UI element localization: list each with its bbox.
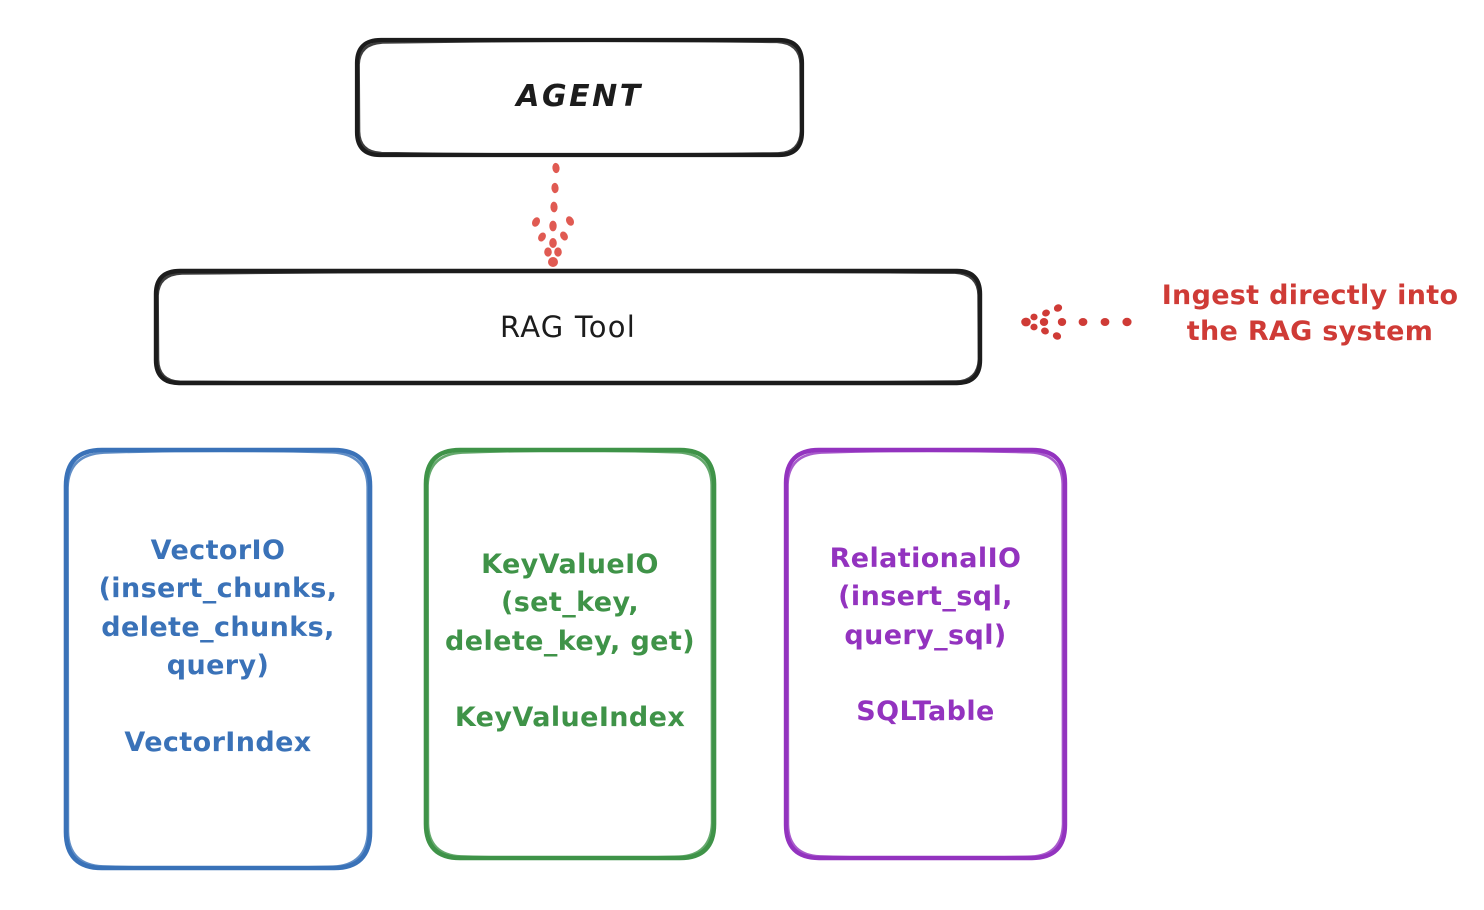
rag-tool-box-outline <box>153 268 983 386</box>
node-agent-label: AGENT <box>516 79 643 115</box>
agent-to-rag-tool-arrow <box>531 162 575 267</box>
node-vectorio-label: VectorIO (insert_chunks, delete_chunks, … <box>98 535 338 758</box>
relationalio-box-outline <box>783 447 1068 861</box>
node-relationalio-label: RelationalIO (insert_sql, query_sql) SQL… <box>829 543 1022 728</box>
node-rag-tool[interactable]: RAG Tool <box>154 270 982 385</box>
keyvalueio-box-outline <box>423 447 717 861</box>
node-keyvalueio-label: KeyValueIO (set_key, delete_key, get) Ke… <box>445 549 695 734</box>
node-relationalio[interactable]: RelationalIO (insert_sql, query_sql) SQL… <box>786 448 1065 858</box>
node-rag-tool-label: RAG Tool <box>500 310 636 345</box>
annotation-to-rag-tool-arrow <box>1021 304 1132 340</box>
node-keyvalueio[interactable]: KeyValueIO (set_key, delete_key, get) Ke… <box>426 448 714 858</box>
node-vectorio[interactable]: VectorIO (insert_chunks, delete_chunks, … <box>66 448 370 870</box>
agent-box-outline <box>354 37 805 158</box>
vectorio-box-outline <box>63 447 373 871</box>
ingest-annotation-label: Ingest directly into the RAG system <box>1161 280 1459 348</box>
node-agent[interactable]: AGENT <box>355 38 804 156</box>
